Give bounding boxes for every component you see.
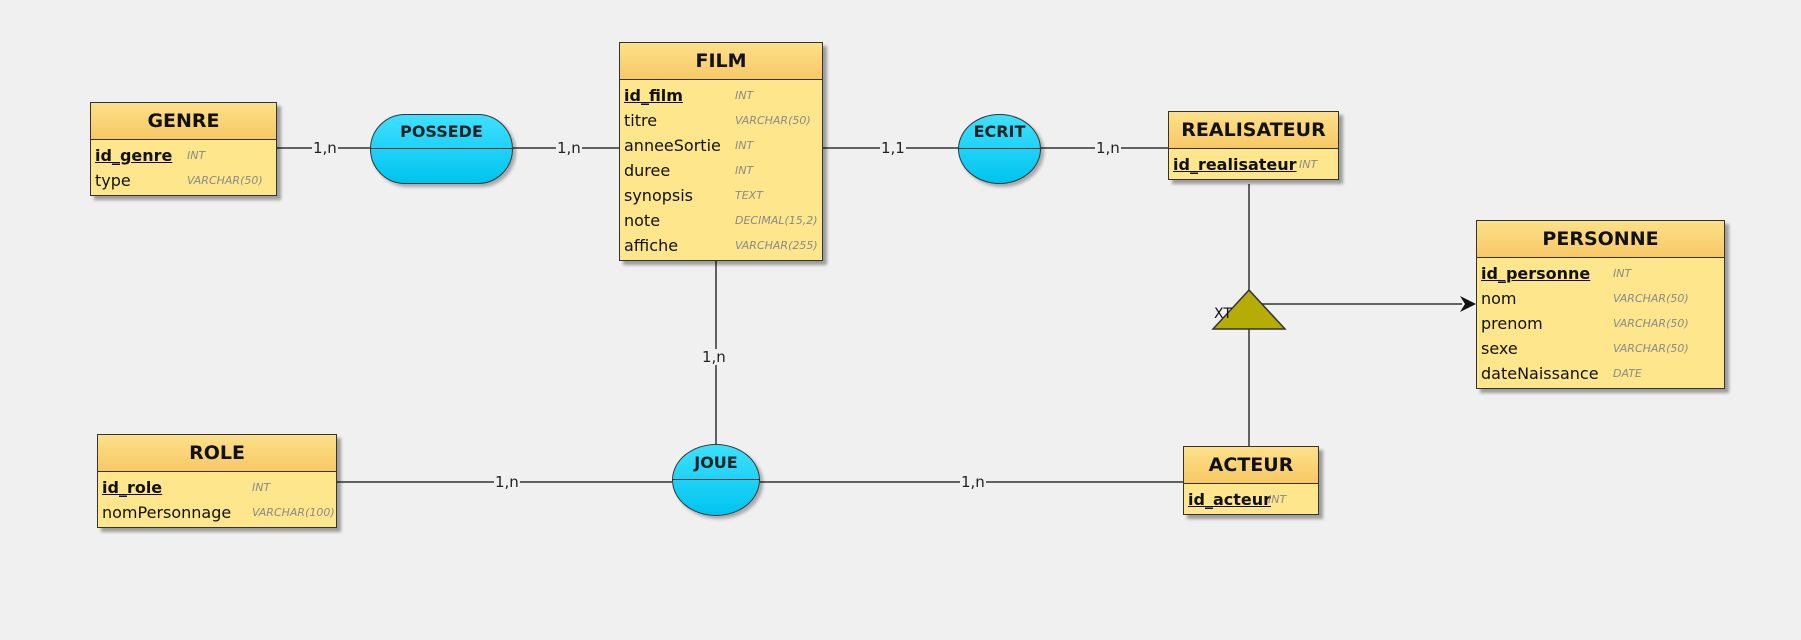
relation-joue-label: JOUE — [673, 445, 759, 480]
attribute-type: INT — [1299, 158, 1318, 171]
cardinality-realisateur-ecrit: 1,n — [1095, 139, 1121, 157]
attribute-type: VARCHAR(50) — [1613, 292, 1689, 305]
attribute-name: synopsis — [624, 186, 694, 205]
attribute-type: VARCHAR(100) — [252, 506, 335, 519]
attribute-type: INT — [252, 481, 271, 494]
entity-attribute-row[interactable]: sexe VARCHAR(50) — [1481, 336, 1724, 361]
attribute-type: VARCHAR(50) — [1613, 342, 1689, 355]
attribute-type: INT — [1613, 267, 1632, 280]
attribute-type: INT — [187, 149, 206, 162]
cardinality-genre-possede: 1,n — [312, 139, 338, 157]
cardinality-role-joue: 1,n — [494, 473, 520, 491]
cardinality-acteur-joue: 1,n — [960, 473, 986, 491]
inheritance-triangle — [1211, 288, 1287, 330]
entity-personne-title: PERSONNE — [1477, 221, 1724, 258]
entity-attribute-row[interactable]: duree INT — [624, 158, 822, 183]
primary-key-name: id_acteur — [1188, 490, 1271, 509]
attribute-name: sexe — [1481, 339, 1518, 358]
attribute-type: INT — [735, 139, 754, 152]
relation-ecrit-label: ECRIT — [959, 115, 1040, 149]
attribute-name: duree — [624, 161, 671, 180]
entity-attribute-row[interactable]: id_film INT — [624, 83, 822, 108]
entity-attribute-row[interactable]: nom VARCHAR(50) — [1481, 286, 1724, 311]
attribute-name: note — [624, 211, 661, 230]
attribute-type: VARCHAR(50) — [187, 174, 263, 187]
entity-film-title: FILM — [620, 43, 822, 80]
attribute-name: dateNaissance — [1481, 364, 1599, 383]
entity-attribute-row[interactable]: affiche VARCHAR(255) — [624, 233, 822, 258]
attribute-name: type — [95, 171, 131, 190]
entity-attribute-row[interactable]: id_role INT — [102, 475, 336, 500]
cardinality-film-ecrit: 1,1 — [880, 139, 906, 157]
primary-key-name: id_role — [102, 478, 163, 497]
primary-key-name: id_realisateur — [1173, 155, 1297, 174]
entity-role[interactable]: ROLE id_role INT nomPersonnage VARCHAR(100) — [97, 434, 337, 528]
attribute-type: INT — [1268, 493, 1287, 506]
attribute-type: VARCHAR(50) — [735, 114, 811, 127]
entity-attribute-row[interactable]: nomPersonnage VARCHAR(100) — [102, 500, 336, 525]
attribute-type: INT — [735, 89, 754, 102]
relation-joue[interactable]: JOUE — [672, 444, 760, 516]
entity-attribute-row[interactable]: type VARCHAR(50) — [95, 168, 276, 193]
entity-realisateur-title: REALISATEUR — [1169, 112, 1338, 149]
entity-attribute-row[interactable]: dateNaissance DATE — [1481, 361, 1724, 386]
entity-attribute-row[interactable]: anneeSortie INT — [624, 133, 822, 158]
entity-role-title: ROLE — [98, 435, 336, 472]
entity-genre-title: GENRE — [91, 103, 276, 140]
attribute-type: VARCHAR(50) — [1613, 317, 1689, 330]
attribute-type: DATE — [1613, 367, 1642, 380]
attribute-type: VARCHAR(255) — [735, 239, 818, 252]
attribute-type: DECIMAL(15,2) — [735, 214, 818, 227]
cardinality-film-possede: 1,n — [556, 139, 582, 157]
entity-attribute-row[interactable]: id_genre INT — [95, 143, 276, 168]
attribute-name: titre — [624, 111, 658, 130]
attribute-name: nom — [1481, 289, 1517, 308]
relation-ecrit[interactable]: ECRIT — [958, 114, 1041, 184]
attribute-name: nomPersonnage — [102, 503, 232, 522]
entity-attribute-row[interactable]: titre VARCHAR(50) — [624, 108, 822, 133]
primary-key-name: id_genre — [95, 146, 173, 165]
attribute-type: TEXT — [735, 189, 763, 202]
attribute-type: INT — [735, 164, 754, 177]
inheritance-label: XT — [1214, 306, 1232, 322]
entity-attribute-row[interactable]: id_personne INT — [1481, 261, 1724, 286]
primary-key-name: id_film — [624, 86, 683, 105]
relation-possede-label: POSSEDE — [371, 115, 512, 149]
entity-genre[interactable]: GENRE id_genre INT type VARCHAR(50) — [90, 102, 277, 196]
entity-attribute-row[interactable]: prenom VARCHAR(50) — [1481, 311, 1724, 336]
arrow-head-personne — [1460, 296, 1476, 312]
primary-key-name: id_personne — [1481, 264, 1591, 283]
entity-attribute-row[interactable]: synopsis TEXT — [624, 183, 822, 208]
relation-possede[interactable]: POSSEDE — [370, 114, 513, 184]
attribute-name: prenom — [1481, 314, 1543, 333]
entity-attribute-row[interactable]: note DECIMAL(15,2) — [624, 208, 822, 233]
entity-acteur-title: ACTEUR — [1184, 447, 1318, 484]
attribute-name: affiche — [624, 236, 679, 255]
attribute-name: anneeSortie — [624, 136, 721, 155]
cardinality-film-joue: 1,n — [701, 348, 727, 366]
